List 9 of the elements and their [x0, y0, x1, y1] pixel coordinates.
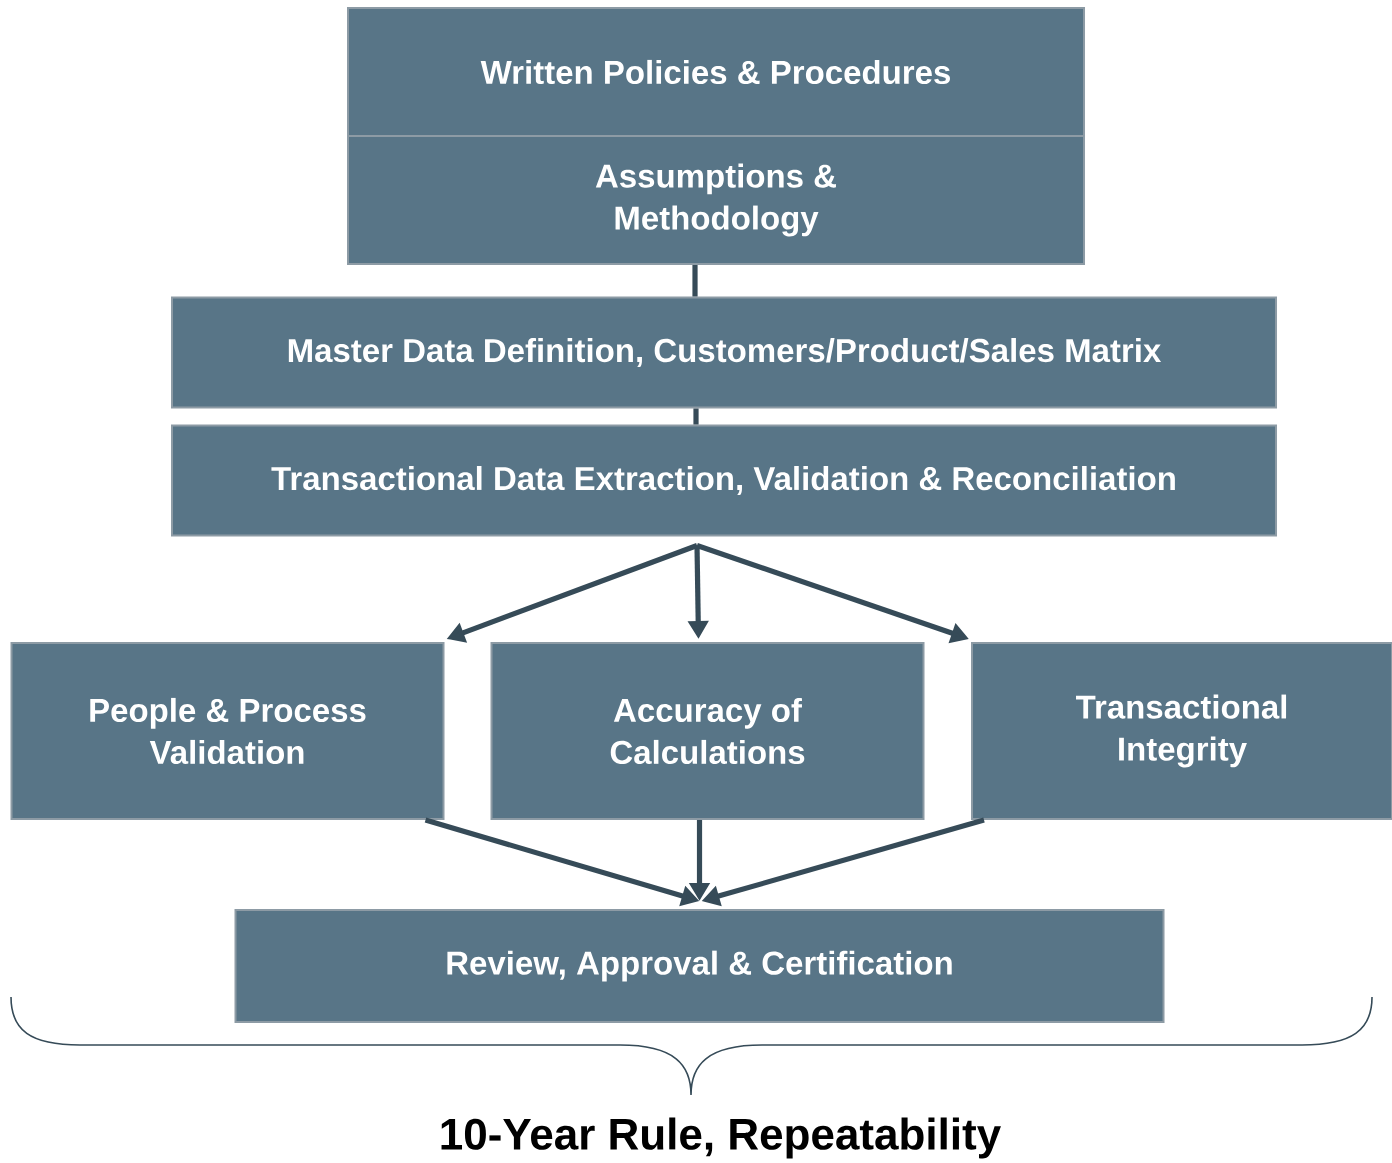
process-box: Accuracy of Calculations: [490, 642, 925, 820]
process-box: Master Data Definition, Customers/Product/Sales Matrix: [171, 296, 1277, 409]
process-box: Assumptions & Methodology: [347, 135, 1085, 265]
process-box: Written Policies & Procedures: [347, 7, 1085, 137]
process-box: Review, Approval & Certification: [234, 909, 1165, 1023]
process-box: People & Process Validation: [10, 642, 445, 820]
process-box: Transactional Integrity: [971, 642, 1392, 820]
process-box: Transactional Data Extraction, Validation & Reconciliation: [171, 424, 1277, 537]
caption-text: 10-Year Rule, Repeatability: [441, 1117, 1001, 1159]
